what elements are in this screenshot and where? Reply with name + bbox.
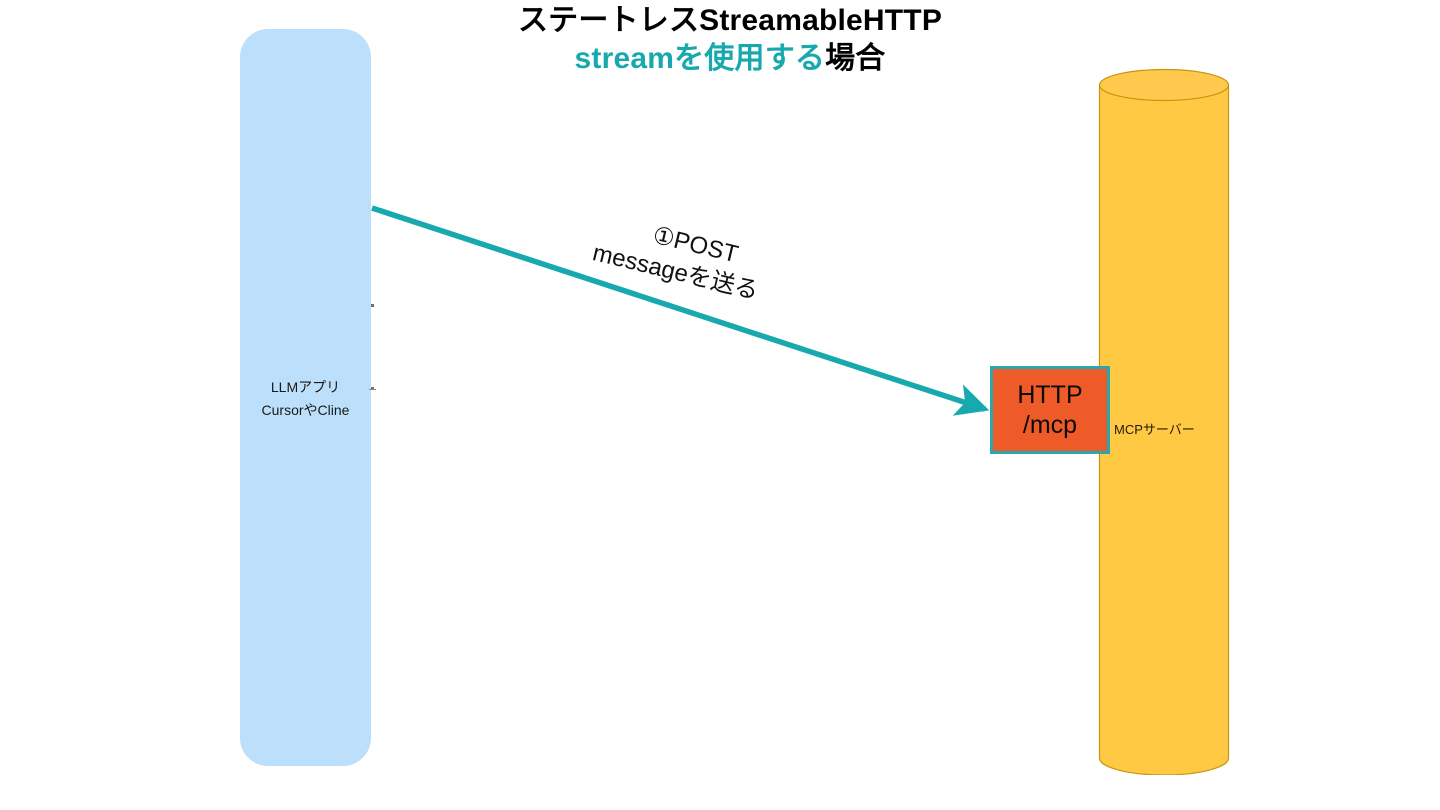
client-label-line-1: LLMアプリ: [270, 379, 341, 395]
http-endpoint-box: HTTP /mcp: [990, 366, 1110, 454]
connection-handle-tick: [369, 389, 376, 390]
post-message-arrow-label: ①POST messageを送る: [570, 203, 789, 312]
client-lifeline: [240, 29, 371, 766]
title-line-1: ステートレスStreamableHTTP: [517, 4, 943, 37]
endpoint-protocol-label: HTTP: [1017, 380, 1083, 409]
client-label-line-2: CursorやCline: [261, 401, 350, 418]
server-label: MCPサーバー: [1114, 422, 1195, 437]
title-line-2: streamを使用する場合: [420, 40, 1040, 78]
page-title: ステートレスStreamableHTTP streamを使用する場合: [420, 2, 1040, 78]
server-lifeline-cylinder: [1098, 68, 1230, 775]
endpoint-path-label: /mcp: [1022, 411, 1078, 439]
title-plain-text: 場合: [825, 42, 886, 76]
title-accent-text: streamを使用する: [574, 42, 826, 76]
connection-handle-dot-upper: [371, 304, 374, 307]
client-label: LLMアプリ CursorやCline: [240, 376, 371, 421]
